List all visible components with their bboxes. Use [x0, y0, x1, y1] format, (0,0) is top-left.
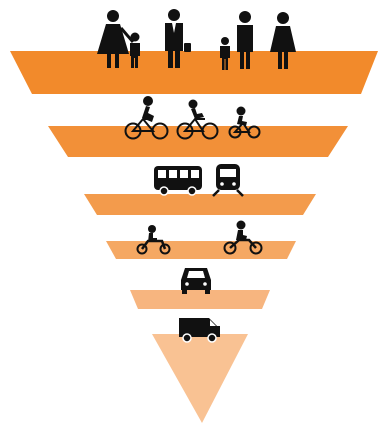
cyclist-icon: [176, 99, 219, 140]
family-walking-icon: [220, 11, 296, 70]
tier-band-4: [106, 241, 296, 259]
scooter-icon: [136, 225, 171, 255]
tier-band-1: [10, 51, 378, 94]
train-icon: [212, 164, 244, 197]
child-cyclist-icon: [228, 106, 261, 139]
car-icon: [181, 268, 211, 294]
tier-public-transport: [84, 164, 316, 215]
tier-cyclists: [48, 96, 348, 157]
motorcycle-icon: [223, 220, 263, 255]
bus-icon: [154, 166, 202, 196]
woman-with-child-icon: [97, 10, 140, 68]
tier-band-6: [152, 334, 248, 423]
tier-band-3: [84, 194, 316, 215]
tier-motorbikes: [106, 220, 296, 259]
cyclist-helmet-icon: [124, 96, 169, 140]
van-icon: [179, 318, 220, 343]
businessman-icon: [165, 9, 191, 68]
tier-pedestrians: [10, 9, 378, 94]
tier-freight: [152, 318, 248, 423]
tier-band-2: [48, 126, 348, 157]
tier-band-5: [130, 290, 270, 309]
tier-cars: [130, 268, 270, 309]
